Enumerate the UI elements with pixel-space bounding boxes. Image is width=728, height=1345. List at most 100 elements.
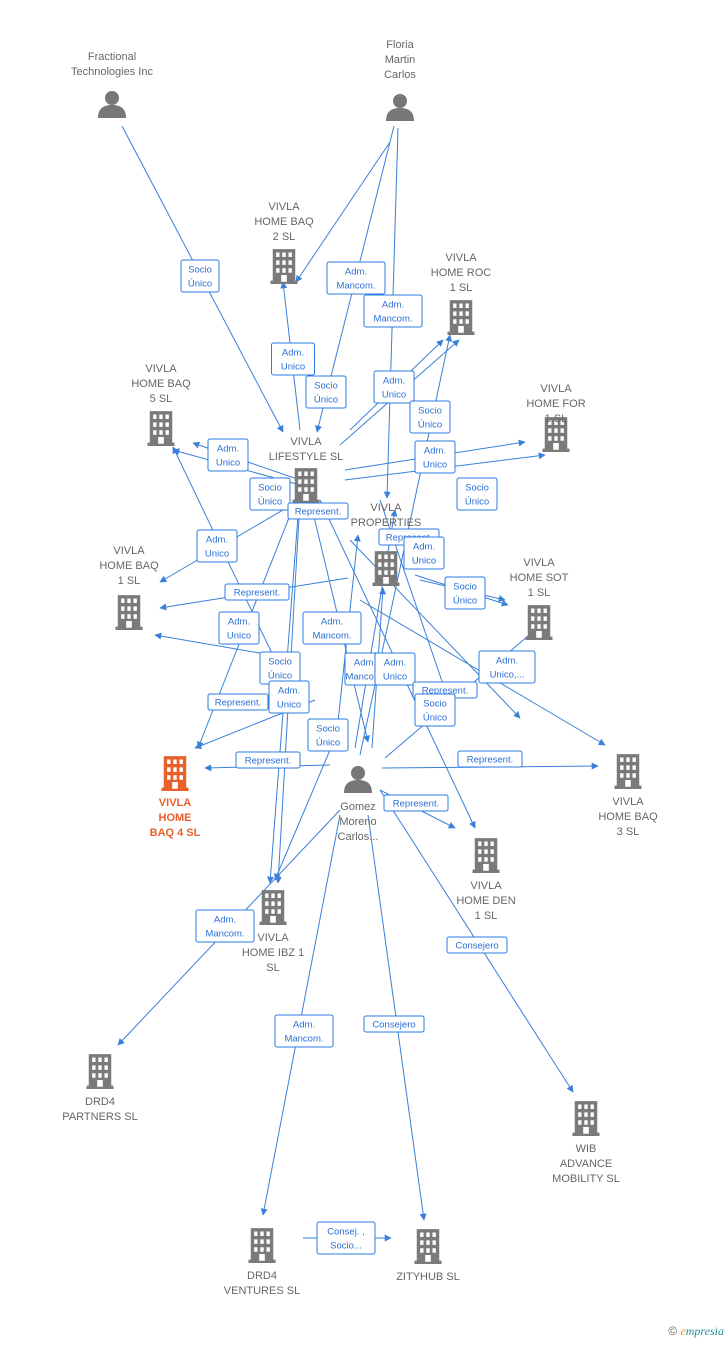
- relation-label-text: Adm.: [413, 542, 435, 553]
- relation-label-text: Unico: [277, 700, 301, 711]
- node-gomez[interactable]: GomezMorenoCarlos...: [338, 766, 379, 843]
- relation-edge: [354, 509, 398, 749]
- relation-label-text: Represent.: [295, 507, 341, 518]
- node-label-line: SL: [266, 962, 279, 974]
- building-icon: [572, 1101, 600, 1136]
- relation-label[interactable]: Represent.: [287, 502, 349, 520]
- relation-label[interactable]: Adm.Mancom.: [363, 294, 423, 328]
- node-label-line: VIVLA: [540, 383, 572, 395]
- relation-label-text: Represent.: [215, 698, 261, 709]
- relation-label[interactable]: Adm.Unico: [271, 342, 315, 376]
- relation-label[interactable]: Adm. Mancom.: [195, 909, 255, 943]
- relation-label[interactable]: Adm.Unico,...: [478, 650, 536, 684]
- relation-label[interactable]: Adm.Mancom.: [302, 611, 362, 645]
- relation-label[interactable]: Adm.Unico: [268, 680, 310, 714]
- relation-label-box: [207, 438, 249, 472]
- relation-label[interactable]: Adm.Unico: [218, 611, 260, 645]
- relation-label-text: Unico: [227, 631, 251, 642]
- relation-label[interactable]: Adm.Unico: [374, 652, 416, 686]
- relation-label-text: Adm.: [424, 446, 446, 457]
- relation-label-text: Adm.: [214, 915, 236, 926]
- relation-label[interactable]: Adm.Unico: [207, 438, 249, 472]
- node-label-line: Fractional: [88, 51, 136, 63]
- node-label-line: DRD4: [247, 1270, 277, 1282]
- node-label-line: VIVLA: [145, 363, 177, 375]
- relation-label-box: [414, 440, 456, 474]
- relation-label[interactable]: Consej. ,Socio...: [316, 1221, 376, 1255]
- person-icon: [98, 91, 126, 118]
- relation-label[interactable]: Represent.: [224, 583, 290, 601]
- relation-label[interactable]: Represent.: [457, 750, 523, 768]
- building-icon: [248, 1228, 276, 1263]
- relation-label-text: Socio...: [330, 1241, 362, 1252]
- relation-label-text: Consejero: [455, 941, 498, 952]
- building-icon: [292, 468, 320, 503]
- relation-label[interactable]: Adm.Unico: [414, 440, 456, 474]
- relation-label-box: [268, 680, 310, 714]
- relation-label[interactable]: Adm.Mancom.: [326, 261, 386, 295]
- node-label-line: HOME FOR: [526, 398, 585, 410]
- relation-label[interactable]: Adm.Unico: [196, 529, 238, 563]
- node-label-line: 1 SL: [528, 587, 551, 599]
- relation-label-text: Mancom.: [205, 929, 244, 940]
- relation-label-text: Unico: [383, 672, 407, 683]
- relation-label-text: Socio: [268, 657, 292, 668]
- relation-label[interactable]: Represent.: [383, 794, 449, 812]
- relation-label-text: Unico: [382, 390, 406, 401]
- relation-label-text: Unico: [205, 549, 229, 560]
- relation-label-text: Adm.: [293, 1020, 315, 1031]
- relation-label[interactable]: Adm.Unico: [373, 370, 415, 404]
- node-label-line: HOME BAQ: [131, 378, 191, 390]
- person-icon: [386, 94, 414, 121]
- relation-label[interactable]: Represent.: [207, 693, 269, 711]
- node-label-line: MOBILITY SL: [552, 1173, 620, 1185]
- node-label-line: VIVLA: [612, 796, 644, 808]
- relation-label-text: Mancom.: [373, 314, 412, 325]
- relation-label-box: [457, 750, 523, 768]
- relation-label-text: Único: [268, 671, 292, 682]
- relation-label-box: [363, 1015, 425, 1033]
- relation-edge: [274, 749, 331, 881]
- building-icon: [414, 1229, 442, 1264]
- relation-label[interactable]: Consejero: [446, 936, 508, 954]
- node-label-line: HOME DEN: [456, 895, 515, 907]
- relation-label-text: Único: [453, 596, 477, 607]
- footer-brand[interactable]: © empresia: [668, 1324, 724, 1339]
- relation-label[interactable]: Represent.: [235, 751, 301, 769]
- relation-label[interactable]: Adm.Mancom.: [274, 1014, 334, 1048]
- node-label-line: Gomez: [340, 801, 375, 813]
- relation-label[interactable]: Consejero: [363, 1015, 425, 1033]
- node-label-line: VIVLA: [290, 436, 322, 448]
- relation-label-text: Consejero: [372, 1020, 415, 1031]
- node-zityhub[interactable]: ZITYHUB SL: [396, 1229, 460, 1283]
- relation-label[interactable]: Adm.Unico: [403, 536, 445, 570]
- relation-label-box: [409, 400, 451, 434]
- relation-label-box: [374, 652, 416, 686]
